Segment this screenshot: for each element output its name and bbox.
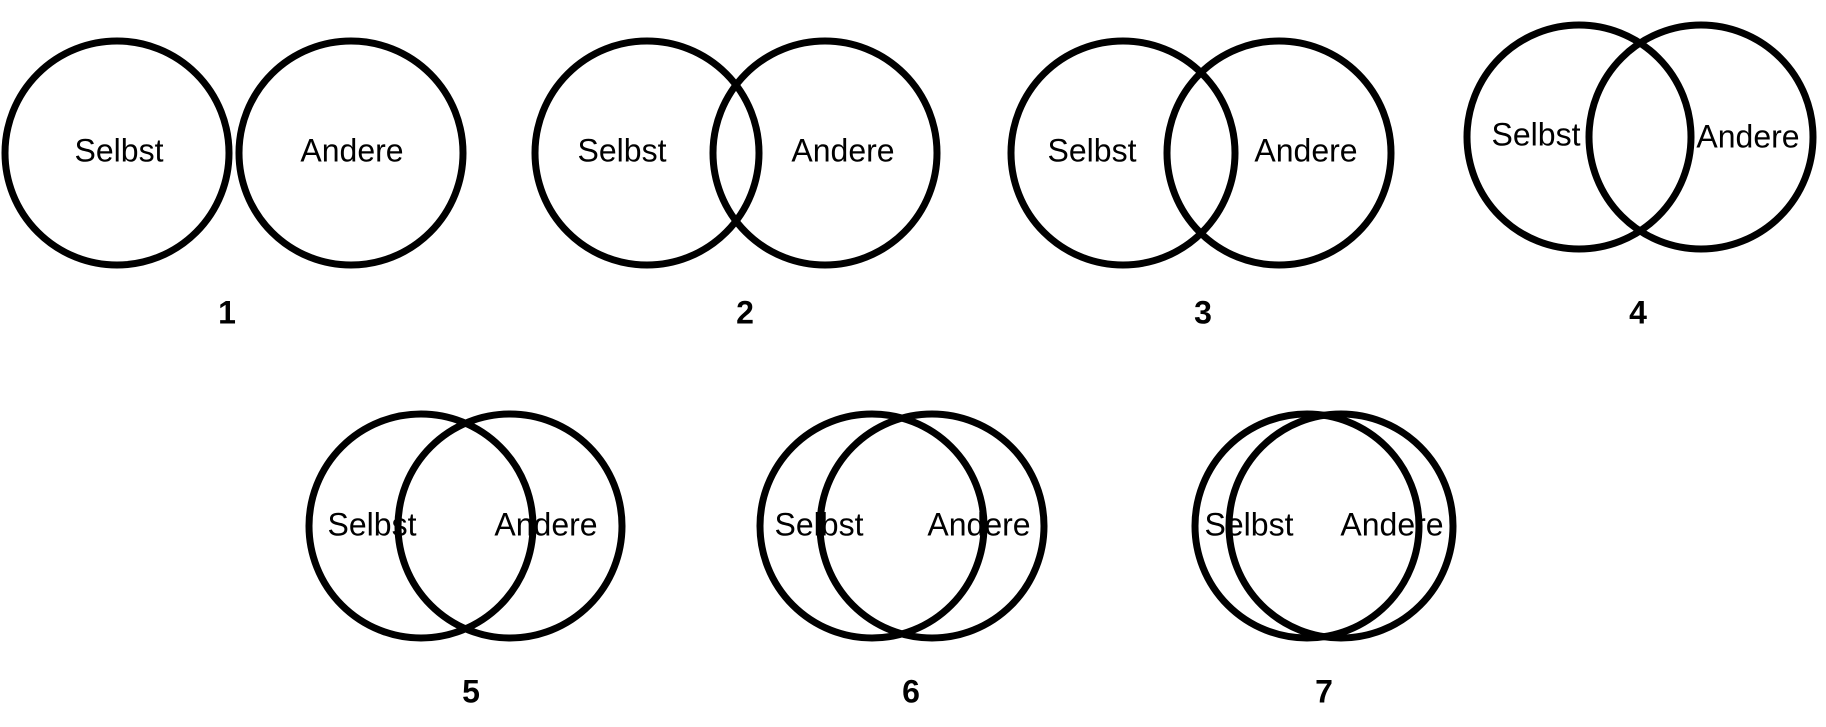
other-label: Andere — [494, 506, 597, 542]
item-number: 3 — [1194, 294, 1212, 330]
other-label: Andere — [791, 132, 894, 168]
self-circle — [1, 37, 233, 269]
self-label: Selbst — [1492, 116, 1581, 152]
other-circle — [709, 37, 941, 269]
other-label: Andere — [1340, 506, 1443, 542]
self-circle — [531, 37, 763, 269]
self-label: Selbst — [578, 132, 667, 168]
self-label: Selbst — [328, 506, 417, 542]
self-label: Selbst — [1048, 132, 1137, 168]
other-label: Andere — [300, 132, 403, 168]
other-label: Andere — [1696, 118, 1799, 154]
item-number: 4 — [1629, 294, 1647, 330]
scale-item-6: Selbst Andere 6 — [756, 410, 1048, 709]
other-circle — [1585, 21, 1817, 253]
self-label: Selbst — [775, 506, 864, 542]
other-circle — [394, 410, 626, 642]
item-number: 7 — [1315, 673, 1333, 709]
scale-item-2: Selbst Andere 2 — [531, 37, 941, 330]
self-circle — [305, 410, 537, 642]
self-circle — [1191, 410, 1423, 642]
other-label: Andere — [1254, 132, 1357, 168]
scale-item-1: Selbst Andere 1 — [1, 37, 467, 330]
other-circle — [235, 37, 467, 269]
self-circle — [1007, 37, 1239, 269]
self-label: Selbst — [75, 132, 164, 168]
item-number: 1 — [218, 294, 236, 330]
scale-item-3: Selbst Andere 3 — [1007, 37, 1395, 330]
scale-item-5: Selbst Andere 5 — [305, 410, 626, 709]
scale-item-7: Selbst Andere 7 — [1191, 410, 1457, 709]
self-circle — [756, 410, 988, 642]
item-number: 6 — [902, 673, 920, 709]
other-label: Andere — [927, 506, 1030, 542]
self-circle — [1463, 21, 1695, 253]
other-circle — [1163, 37, 1395, 269]
other-circle — [816, 410, 1048, 642]
scale-item-4: Selbst Andere 4 — [1463, 21, 1817, 330]
other-circle — [1225, 410, 1457, 642]
item-number: 5 — [462, 673, 480, 709]
item-number: 2 — [736, 294, 754, 330]
self-label: Selbst — [1205, 506, 1294, 542]
